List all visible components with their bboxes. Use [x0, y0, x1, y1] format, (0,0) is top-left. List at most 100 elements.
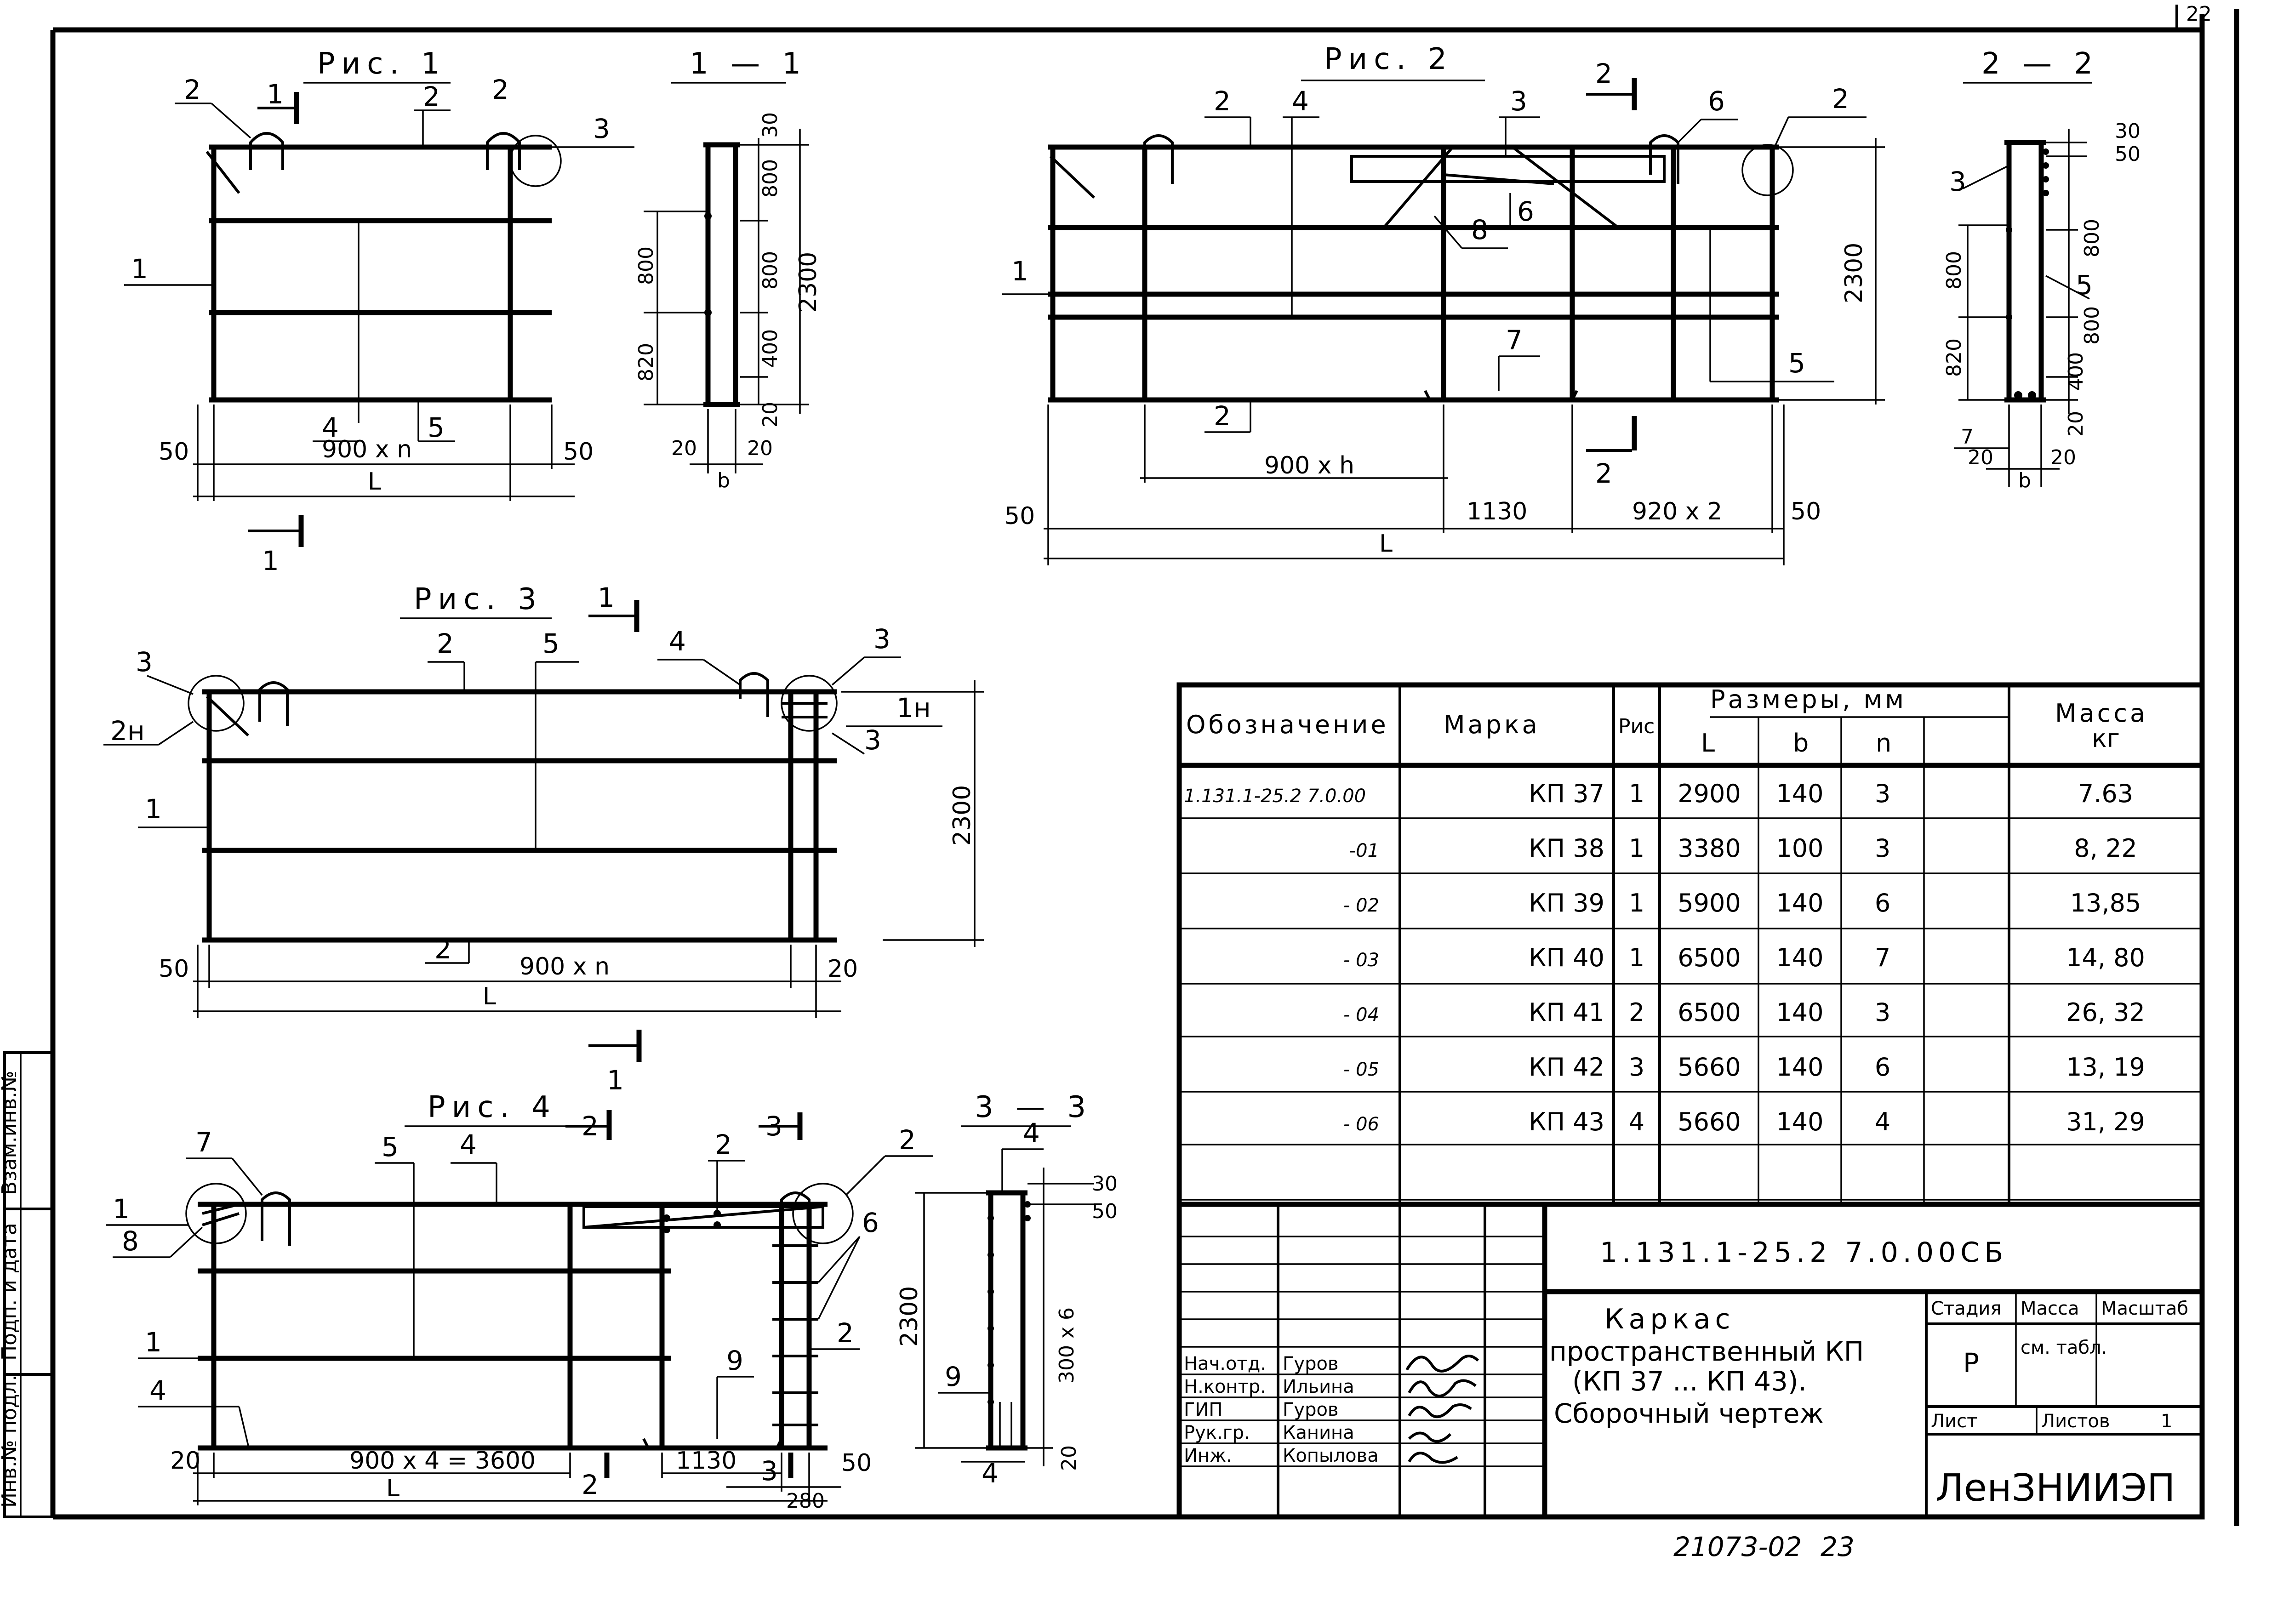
cell-n: 7 — [1875, 943, 1890, 972]
fig4-section-mark-3-top: 3 — [765, 1111, 782, 1142]
fig2-callout-1: 1 — [1011, 256, 1028, 287]
cell-mass: 26, 32 — [2066, 998, 2145, 1027]
cell-L: 6500 — [1678, 998, 1741, 1027]
figure-1: Рис. 1 2 2 2 3 1 4 5 1 1 — [124, 47, 634, 576]
fig4-callout-4b: 4 — [149, 1375, 166, 1406]
cell-fig: 1 — [1629, 834, 1644, 863]
fig2-dim-span: 900 x h — [1264, 452, 1354, 479]
sec22-dim-c: 400 — [2064, 352, 2088, 391]
tb-name-1: Гуров — [1283, 1353, 1339, 1374]
tb-name-4: Канина — [1283, 1422, 1354, 1443]
cell-mark: КП 42 — [1529, 1053, 1604, 1082]
th-b: b — [1793, 729, 1809, 758]
tb-sheets-label: Листов — [2041, 1411, 2110, 1432]
tb-organization: ЛенЗНИИЭП — [1935, 1466, 2175, 1510]
fig2-callout-2b: 2 — [1832, 83, 1849, 114]
fig4-callout-1b: 1 — [145, 1327, 162, 1358]
tb-stage-value: Р — [1963, 1347, 1979, 1379]
fig4-dim-mid: 1130 — [676, 1447, 736, 1475]
cell-n: 6 — [1875, 1053, 1890, 1082]
fig1-callout-2b: 2 — [492, 74, 509, 105]
fig2-callout-6b: 6 — [1517, 196, 1534, 227]
fig1-dim-total: L — [368, 468, 381, 496]
fig3-callout-2b: 2 — [434, 934, 451, 965]
stamp-sign: Подп. и дата — [0, 1223, 21, 1361]
cell-L: 6500 — [1678, 943, 1741, 972]
cell-b: 140 — [1776, 1053, 1823, 1082]
cell-designation: 1.131.1-25.2 7.0.00 — [1184, 786, 1366, 807]
fig3-callout-4: 4 — [669, 626, 686, 657]
sec22-dim-a: 800 — [2080, 219, 2104, 257]
cell-fig: 4 — [1629, 1107, 1644, 1136]
fig2-dim-right: 50 — [1791, 498, 1821, 525]
tb-title-3: (КП 37 ... КП 43). — [1572, 1366, 1807, 1397]
cell-L: 3380 — [1678, 834, 1741, 863]
cell-mark: КП 41 — [1529, 998, 1604, 1027]
cell-b: 140 — [1776, 889, 1823, 917]
figure-4: Рис. 4 7 5 4 2 2 1 — [106, 1090, 933, 1513]
cell-n: 3 — [1875, 834, 1890, 863]
fig4-callout-5: 5 — [382, 1131, 399, 1162]
sec11-dim-w2: b — [717, 469, 730, 492]
tb-mass-label: Масса — [2021, 1298, 2079, 1319]
fig3-callout-1: 1 — [145, 793, 162, 825]
fig1-callout-5: 4 — [322, 412, 339, 443]
fig3-callout-3b: 3 — [873, 623, 890, 655]
sec11-title: 1 — 1 — [690, 47, 807, 81]
tb-title-1: Каркас — [1604, 1303, 1735, 1335]
fig4-callout-6: 6 — [862, 1207, 879, 1238]
fig1-section-mark-top: 1 — [267, 79, 284, 110]
footer-doc-number: 21073-02 — [1673, 1531, 1802, 1562]
sec22-dim-top2: 50 — [2115, 142, 2141, 166]
fig1-dim-right: 50 — [563, 438, 594, 466]
fig2-section-mark-top: 2 — [1595, 58, 1612, 89]
th-mark: Марка — [1444, 710, 1540, 739]
sec11-dim-w3: 20 — [747, 437, 773, 460]
fig3-callout-3c: 3 — [864, 724, 881, 756]
cell-b: 140 — [1776, 998, 1823, 1027]
fig2-dim-height: 2300 — [1840, 243, 1868, 303]
fig2-dim-left: 50 — [1005, 502, 1035, 530]
fig1-callout-3: 3 — [593, 113, 610, 144]
cell-designation: -01 — [1349, 840, 1379, 861]
fig4-title: Рис. 4 — [428, 1090, 557, 1124]
cell-designation: - 05 — [1343, 1059, 1379, 1080]
tb-role-1: Нач.отд. — [1184, 1353, 1266, 1374]
fig2-callout-4: 4 — [1292, 85, 1309, 117]
tb-code: 1.131.1-25.2 7.0.00СБ — [1600, 1237, 2008, 1269]
sec11-dim-v1: 800 — [634, 246, 658, 285]
cell-fig: 2 — [1629, 998, 1644, 1027]
fig1-callout-1: 1 — [131, 253, 148, 285]
fig3-callout-5: 5 — [542, 628, 559, 659]
fig3-dim-total: L — [483, 983, 496, 1010]
figure-3: Рис. 3 3 2н 2 5 4 3 1н 3 1 2 — [103, 582, 984, 1096]
fig4-dim-span: 900 x 4 = 3600 — [349, 1447, 536, 1475]
tb-stage-label: Стадия — [1931, 1298, 2001, 1319]
fig1-section-mark-bottom: 1 — [262, 545, 279, 576]
cell-b: 140 — [1776, 779, 1823, 808]
fig2-callout-3: 3 — [1510, 85, 1527, 117]
tb-title-2: пространственный КП — [1549, 1336, 1864, 1367]
tb-role-4: Рук.гр. — [1184, 1422, 1250, 1443]
sec11-dim-d: 20 — [759, 402, 782, 427]
sec22-dim-top: 30 — [2115, 120, 2141, 143]
cell-mass: 31, 29 — [2066, 1107, 2145, 1136]
cell-mark: КП 39 — [1529, 889, 1604, 917]
tb-sheet-label: Лист — [1931, 1411, 1977, 1432]
tb-name-3: Гуров — [1283, 1399, 1339, 1420]
cell-n: 6 — [1875, 889, 1890, 917]
sec22-dim-w2: b — [2018, 469, 2031, 492]
cell-L: 5900 — [1678, 889, 1741, 917]
sec11-dim-w1: 20 — [671, 437, 697, 460]
fig3-dim-span: 900 x n — [519, 953, 610, 980]
fig4-section-mark-2-top: 2 — [582, 1111, 599, 1142]
cell-b: 100 — [1776, 834, 1823, 863]
fig4-section-mark-2-bottom: 2 — [582, 1469, 599, 1500]
fig4-callout-2c: 2 — [837, 1317, 854, 1349]
fig1-callout-2c: 5 — [428, 412, 445, 443]
fig2-dim-mid: 1130 — [1467, 498, 1527, 525]
